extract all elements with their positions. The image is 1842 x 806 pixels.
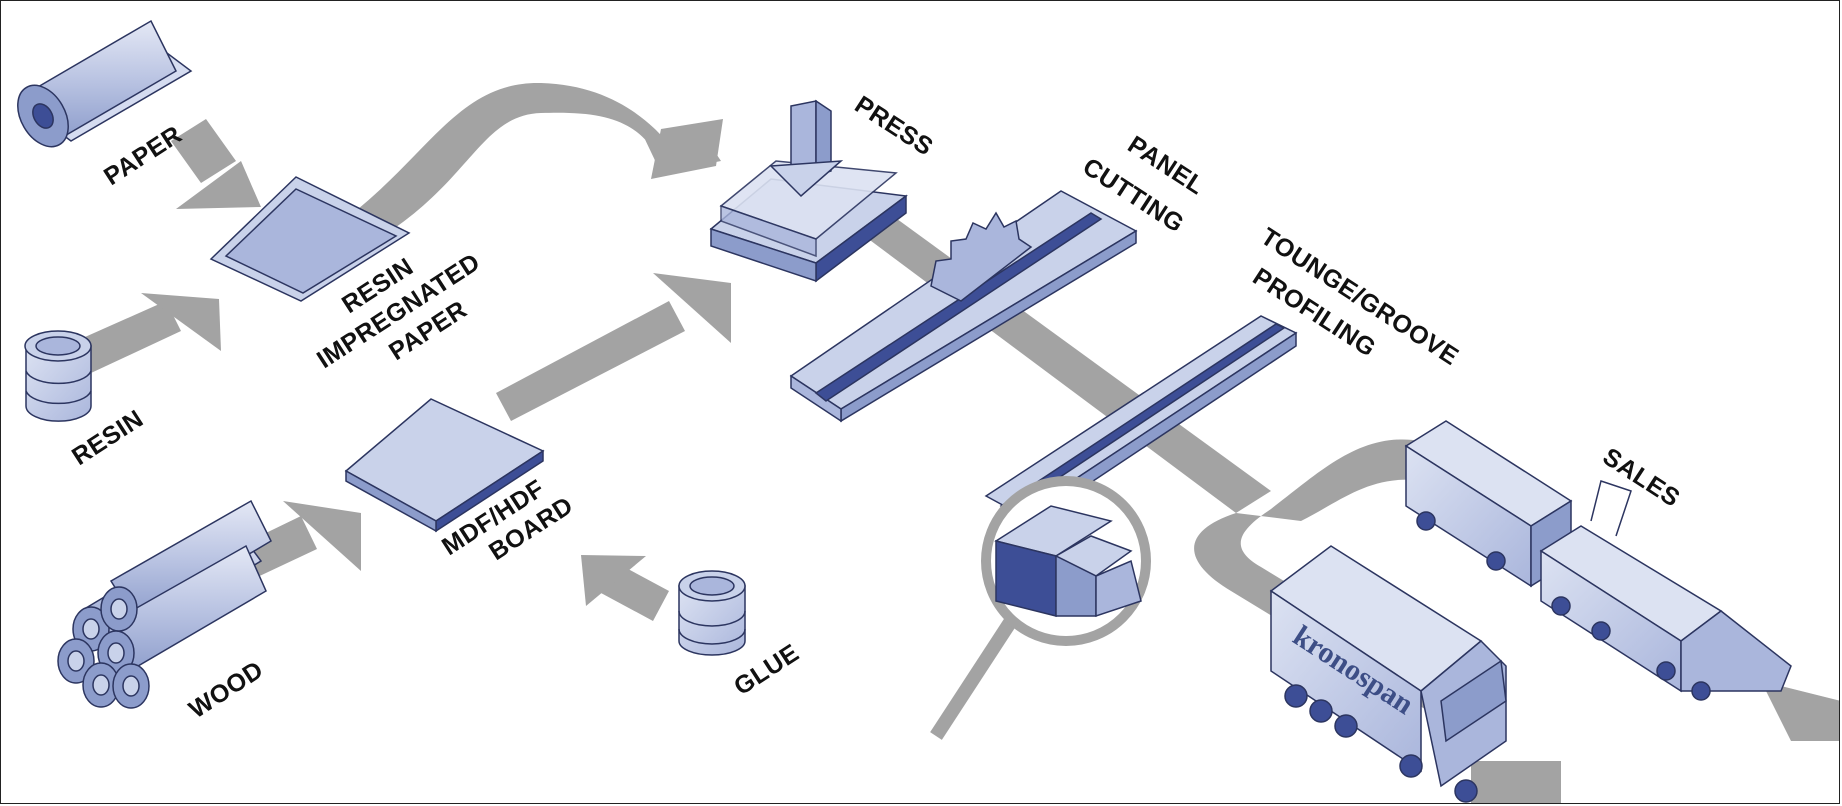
label-wood: WOOD xyxy=(184,656,268,724)
arrow-wood-head xyxy=(283,501,361,571)
impregnated-paper-sheet xyxy=(209,176,411,302)
label-press: PRESS xyxy=(850,91,938,162)
wood-logs xyxy=(57,499,272,709)
arrow-glue-head xyxy=(581,555,646,606)
panel-cutting-machine xyxy=(789,190,1138,423)
arrow-truck-exit xyxy=(1471,761,1561,803)
arrow-mdf-to-press xyxy=(496,301,685,421)
arrow-resin-to-impregnated xyxy=(76,301,181,373)
paper-roll xyxy=(17,19,193,148)
train xyxy=(1404,420,1792,701)
label-paper: PAPER xyxy=(99,120,187,191)
arrow-mdf-head xyxy=(653,273,731,343)
arrow-impregnated-to-press xyxy=(353,82,721,237)
arrow-impregnated-head xyxy=(651,119,723,179)
resin-barrel xyxy=(24,330,92,422)
label-sales: SALES xyxy=(1598,443,1685,513)
arrow-resin-head xyxy=(141,293,221,351)
truck: kronospan xyxy=(1269,545,1507,803)
arrow-paper-to-impregnated xyxy=(171,119,261,209)
magnifier xyxy=(930,476,1151,740)
arrow-train-exit xyxy=(1761,681,1839,741)
glue-barrel xyxy=(678,570,746,656)
press-machine xyxy=(709,99,908,283)
mdf-board xyxy=(344,398,545,533)
